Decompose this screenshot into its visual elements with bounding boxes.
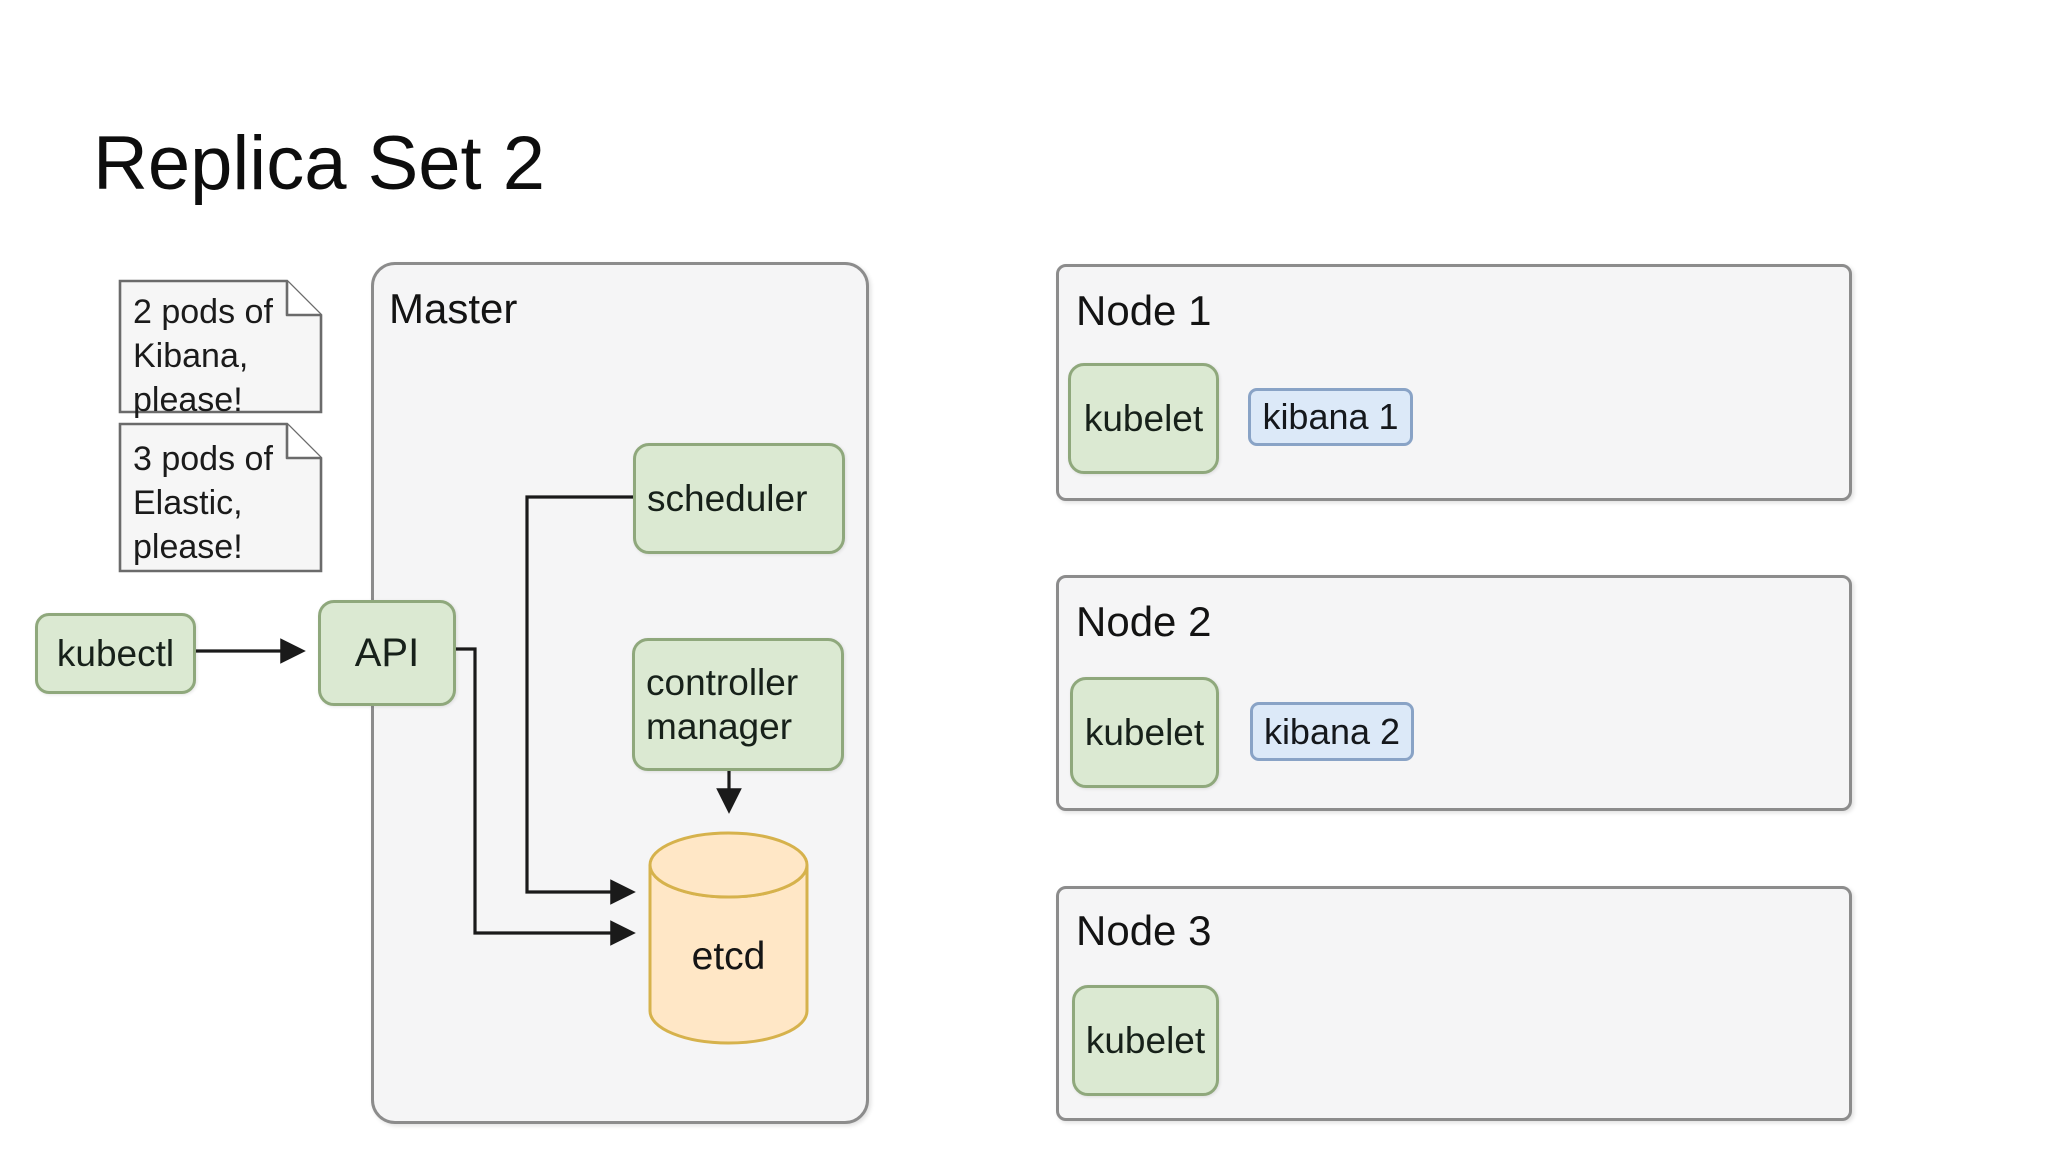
elastic-request-note-text: 3 pods of Elastic, please!: [133, 440, 273, 566]
kibana-1-pod: kibana 1: [1248, 388, 1413, 446]
controller-manager-box: controller manager: [632, 638, 844, 771]
api-label: API: [354, 630, 420, 675]
api-box: API: [318, 600, 456, 706]
kubelet-label: kubelet: [1083, 397, 1204, 439]
kibana-1-label: kibana 1: [1262, 396, 1399, 437]
node-1-label: Node 1: [1076, 287, 1212, 334]
kubectl-label: kubectl: [56, 632, 175, 674]
node-2-label: Node 2: [1076, 598, 1212, 645]
scheduler-label: scheduler: [647, 477, 808, 519]
node-3-label: Node 3: [1076, 907, 1212, 954]
etcd-label: etcd: [691, 935, 766, 978]
controller-manager-label: controller manager: [646, 661, 799, 747]
kubelet-label: kubelet: [1085, 1019, 1206, 1061]
master-label: Master: [389, 285, 518, 332]
scheduler-box: scheduler: [633, 443, 845, 554]
kibana-2-pod: kibana 2: [1250, 702, 1414, 761]
kibana-2-label: kibana 2: [1263, 710, 1401, 752]
node-3-kubelet-box: kubelet: [1072, 985, 1219, 1096]
kibana-request-note-text: 2 pods of Kibana, please!: [133, 293, 273, 419]
kubelet-label: kubelet: [1084, 711, 1205, 753]
kubectl-box: kubectl: [35, 613, 196, 694]
node-1-kubelet-box: kubelet: [1068, 363, 1219, 474]
node-2-kubelet-box: kubelet: [1070, 677, 1219, 788]
page-title: Replica Set 2: [93, 121, 546, 206]
